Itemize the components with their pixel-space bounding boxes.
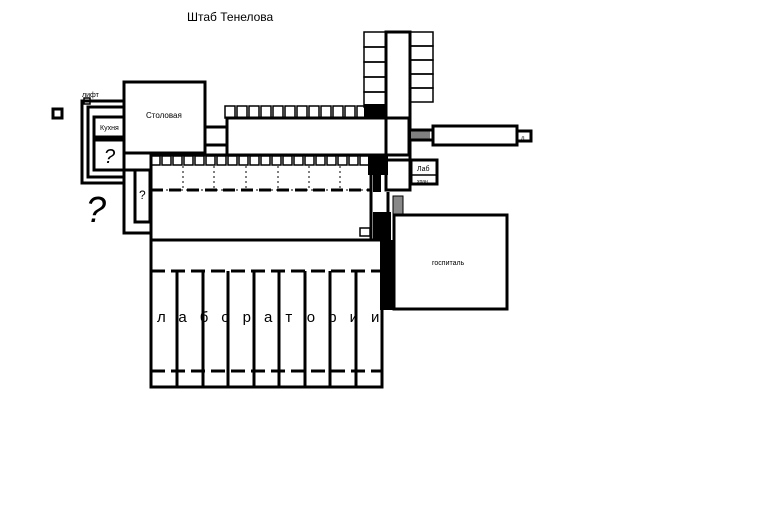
main-block [149,153,404,242]
labs-letter: а [178,309,187,326]
room-kitchen-label: Кухня [100,125,119,132]
north-tower [363,30,434,162]
room-storage-label: хран [417,179,428,185]
labs-letter: о [221,309,229,326]
east-wing: л [407,124,533,147]
room-small-l-label: л [521,136,525,142]
room-dining-label: Столовая [146,111,182,120]
labs-letter: и [371,309,379,326]
labs-letter: р [328,309,336,326]
labs-letter: т [285,309,292,326]
unknown-room-mark-3: ? [139,188,146,202]
unknown-room-mark-2: ? [86,189,106,230]
dining-hall: Столовая [122,80,207,155]
detached-square [51,107,64,120]
labs-letter: б [200,309,209,326]
left-wing: лифт Кухня ? [80,92,126,185]
hospital: госпиталь [392,213,509,311]
room-lift-label: лифт [82,92,100,99]
central-corridor [224,104,411,157]
room-lab-label: Лаб [417,165,430,173]
labs-letter: и [350,309,358,326]
labs-letter: а [264,309,273,326]
plan-title: Штаб Тенелова [187,10,274,24]
unknown-room-mark-1: ? [104,146,116,168]
labs-letter: р [243,309,251,326]
labs-letter: л [157,309,166,326]
room-hospital-label: госпиталь [432,260,465,267]
left-side-room: ? [122,168,152,235]
lab-storage: Лаб хран [409,158,439,186]
labs-letter: о [307,309,315,326]
